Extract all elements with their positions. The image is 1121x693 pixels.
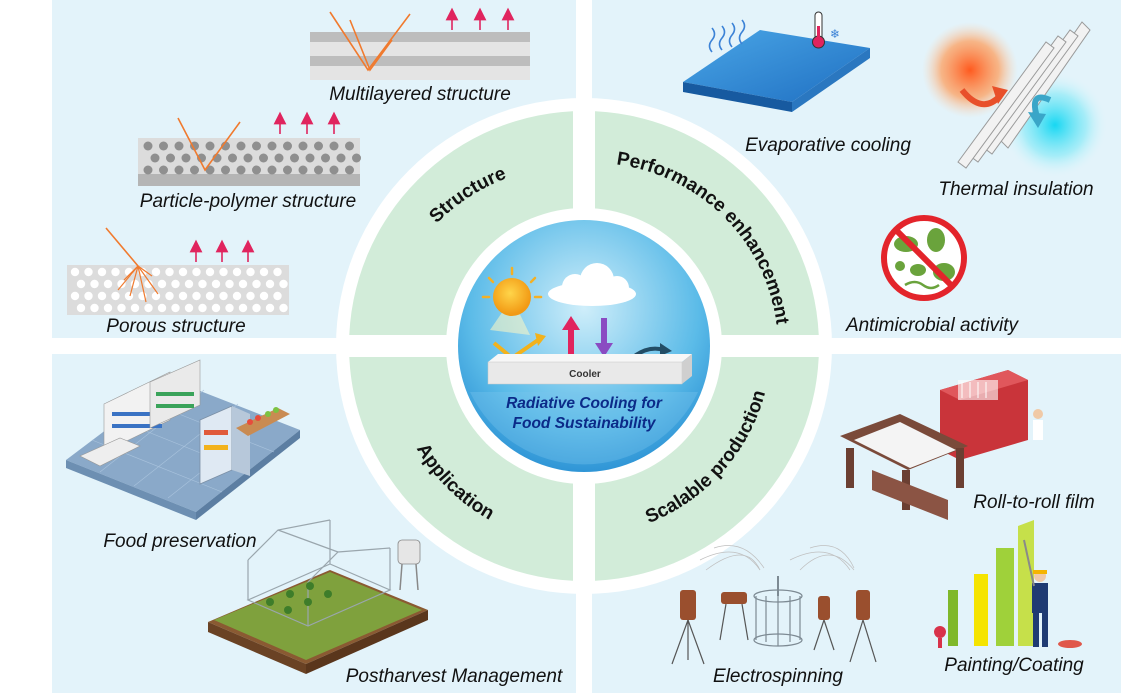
center-illustration: Cooler Radiative Cooling for Food Sustai… [458, 220, 710, 472]
center-title-line2: Food Sustainability [513, 415, 657, 432]
thermal-insulation-illustration [922, 21, 1107, 177]
label-postharvest: Postharvest Management [346, 666, 563, 687]
greenhouse-illustration [208, 519, 428, 674]
label-particle-polymer: Particle-polymer structure [140, 191, 356, 212]
label-roll-to-roll: Roll-to-roll film [973, 492, 1094, 513]
painting-coating-illustration [934, 520, 1082, 648]
cooler-label: Cooler [569, 369, 601, 380]
label-antimicrobial: Antimicrobial activity [845, 315, 1020, 336]
center-title-line1: Radiative Cooling for [506, 395, 663, 412]
antimicrobial-icon [881, 215, 967, 301]
worker-icon [1033, 409, 1043, 440]
supermarket-illustration [66, 359, 300, 520]
electrospinning-illustration [671, 545, 877, 665]
particle-polymer-illustration [138, 111, 361, 186]
evaporative-pad-illustration: ❄ [683, 11, 870, 112]
label-multilayered: Multilayered structure [329, 84, 511, 105]
cooler-plate: Cooler [487, 354, 692, 385]
cloud-icon [548, 263, 636, 306]
label-thermal: Thermal insulation [938, 179, 1093, 200]
label-electrospinning: Electrospinning [713, 666, 843, 687]
label-evaporative: Evaporative cooling [745, 135, 911, 156]
label-porous: Porous structure [106, 316, 245, 337]
painter-icon [1023, 539, 1048, 647]
thermometer-icon: ❄ [812, 11, 840, 49]
label-painting: Painting/Coating [944, 655, 1084, 676]
water-tower-icon [397, 539, 421, 591]
svg-text:❄: ❄ [830, 27, 840, 41]
multilayer-illustration [310, 7, 530, 80]
roll-to-roll-illustration [840, 370, 1043, 520]
label-food-preservation: Food preservation [103, 531, 256, 552]
sun-icon [481, 266, 543, 335]
porous-illustration [67, 227, 289, 315]
